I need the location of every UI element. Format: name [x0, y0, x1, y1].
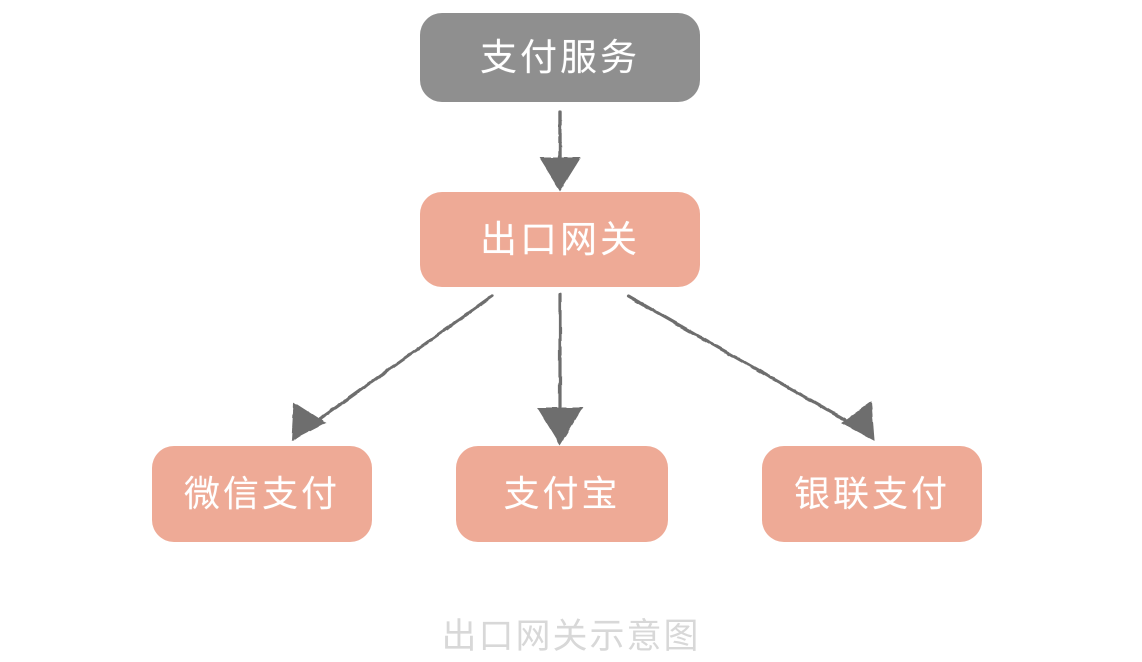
edge-service-to-gateway — [539, 110, 581, 191]
edge-gateway-to-wechat — [291, 294, 494, 441]
edge-gateway-to-unionpay — [626, 294, 875, 441]
node-alipay[interactable]: 支付宝 — [456, 446, 668, 542]
node-egress-gateway-label: 出口网关 — [480, 219, 640, 260]
node-payment-service-label: 支付服务 — [480, 37, 640, 78]
node-wechat-pay-label: 微信支付 — [183, 473, 340, 514]
node-payment-service[interactable]: 支付服务 — [420, 13, 700, 102]
node-alipay-label: 支付宝 — [503, 473, 621, 514]
node-unionpay-label: 银联支付 — [793, 473, 950, 514]
diagram-caption: 出口网关示意图 — [441, 617, 701, 656]
node-wechat-pay[interactable]: 微信支付 — [152, 446, 372, 542]
edge-gateway-to-alipay — [537, 292, 583, 445]
node-egress-gateway[interactable]: 出口网关 — [420, 192, 700, 287]
node-unionpay[interactable]: 银联支付 — [762, 446, 982, 542]
